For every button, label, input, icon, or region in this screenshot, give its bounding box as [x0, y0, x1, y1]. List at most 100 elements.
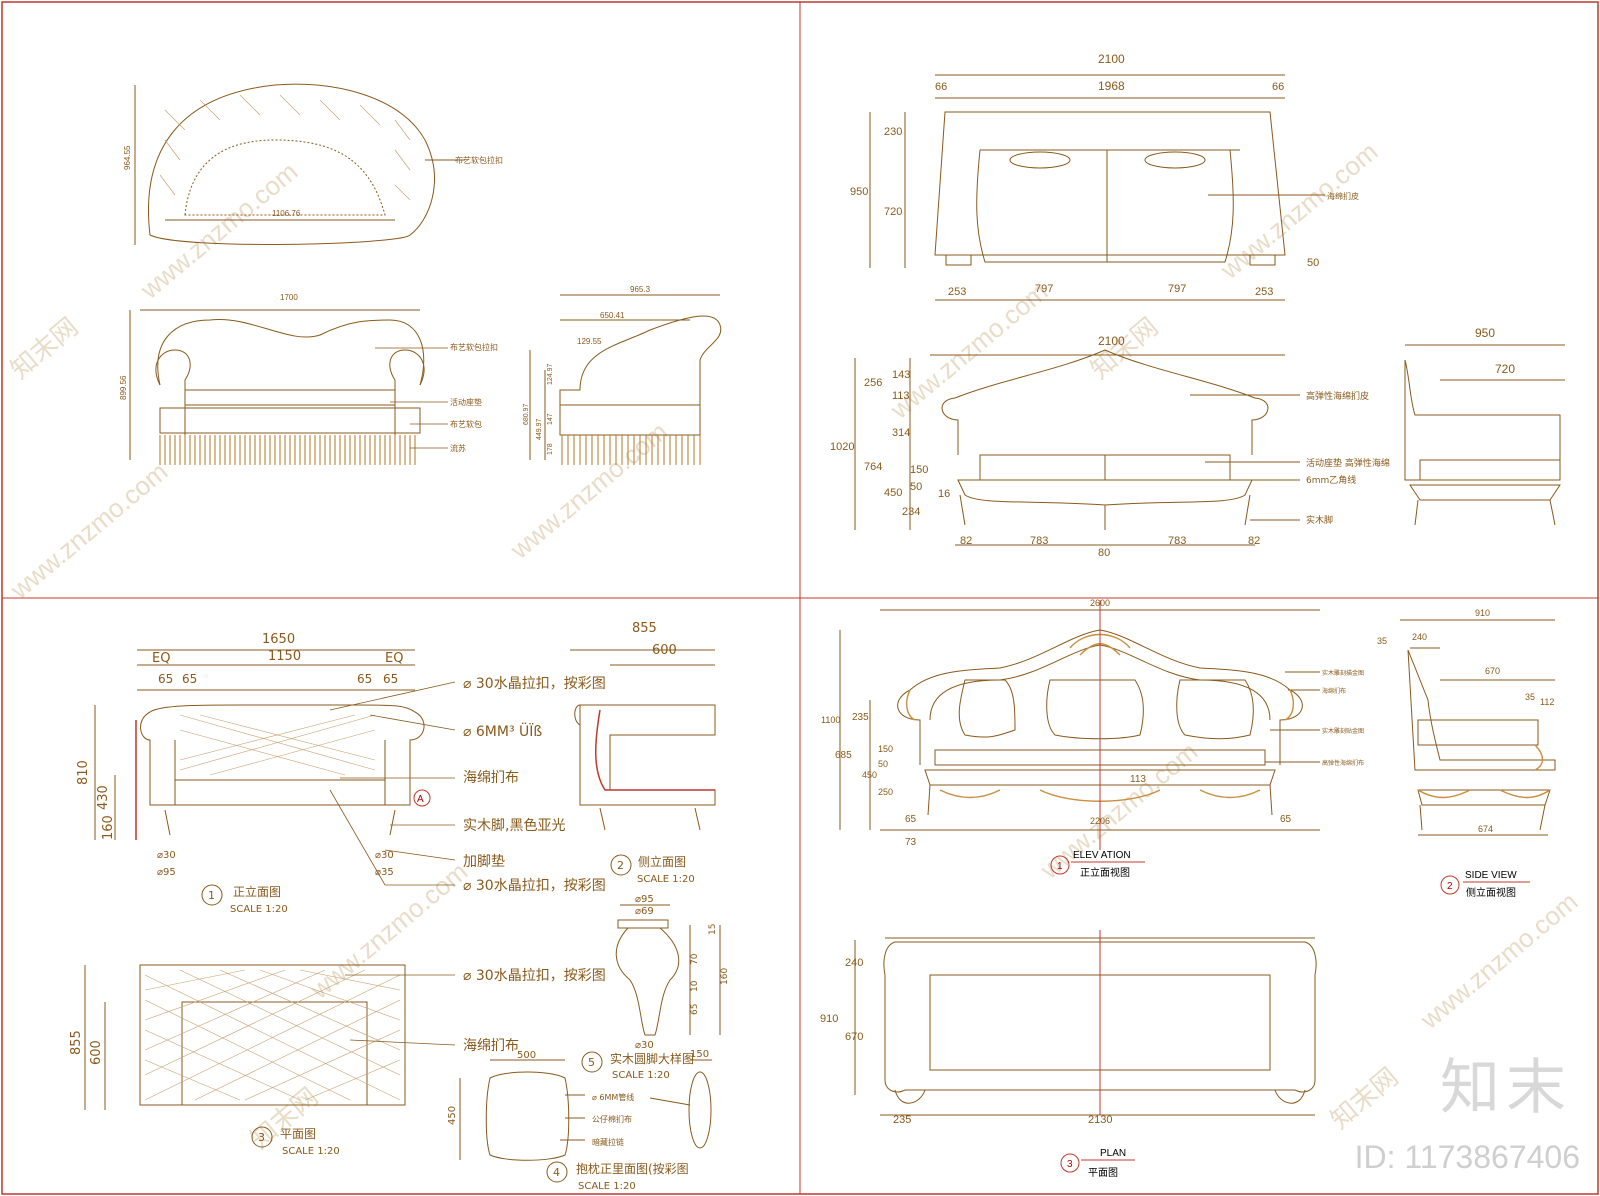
q3-front-note-4: 实木脚,黑色亚光 [463, 817, 565, 834]
q3-foot-1: ⌀30 [157, 850, 176, 861]
q4-elev-h-50: 50 [878, 759, 888, 769]
q2-top-bottom-3: 797 [1168, 283, 1186, 295]
watermark-text: www.znzmo.com [1214, 136, 1383, 285]
q2-elev-bottom-2: 783 [1030, 535, 1048, 547]
q3-front-65-1: 65 [158, 672, 173, 686]
q3-foot-4: ⌀35 [375, 867, 394, 878]
q1-top-view [134, 83, 465, 245]
q2-top-side-right: 66 [1272, 81, 1284, 93]
q3-front-eq-right: EQ [385, 651, 403, 666]
q3-foot-h-3: 10 [690, 980, 700, 992]
q3-front-eq-left: EQ [152, 651, 170, 666]
q3-label1-cn: 正立面图 [233, 884, 281, 899]
q4-elev-note-4: 高弹性海绵扪布 [1322, 759, 1364, 767]
q3-foot-d-2: ⌀69 [635, 906, 654, 917]
q1-front-note-3: 布艺软包 [450, 419, 482, 429]
q2-top-total: 2100 [1098, 52, 1125, 66]
q3-label3-scale: SCALE 1:20 [282, 1146, 340, 1157]
q2-top-height: 950 [850, 186, 868, 198]
q3-front-h-810: 810 [76, 760, 91, 785]
q4-elev-h-150: 150 [878, 744, 893, 754]
q3-side-red-outline [595, 709, 715, 791]
q4-label2-circle [1440, 875, 1460, 895]
q3-foot-2: ⌀95 [157, 867, 176, 878]
q2-top-foot: 50 [1307, 257, 1319, 269]
watermark-text: 知末网 [5, 311, 84, 384]
q3-pillow-side: 150 [690, 1049, 709, 1060]
q2-elev-l5: 150 [910, 464, 928, 476]
q1-top-height: 964.55 [123, 145, 132, 170]
q1-front-note-4: 流苏 [450, 443, 466, 453]
q3-plan-note-1: ⌀ 30水晶拉扣，按彩图 [463, 968, 606, 984]
q4-side-35b: 35 [1525, 692, 1535, 702]
q1-side-width: 965.3 [630, 285, 651, 294]
q3-foot-h-4: 65 [690, 1004, 700, 1015]
q4-side-35: 35 [1377, 636, 1387, 646]
brand-logo-text: 知末 [1440, 1053, 1572, 1123]
q3-plan-note-2: 海绵扪布 [463, 1037, 519, 1054]
q2-elev-note-1: 高弹性海绵扪皮 [1306, 390, 1369, 402]
q4-plan-view [854, 937, 1317, 1116]
q3-foot-d-3: ⌀30 [635, 1040, 654, 1051]
q3-label4-circle [546, 1161, 568, 1183]
q4-plan-h-910: 910 [820, 1013, 838, 1025]
q2-elev-l8: 234 [902, 506, 920, 518]
q3-label4-scale: SCALE 1:20 [578, 1181, 636, 1192]
q2-side-view [1404, 344, 1565, 526]
q1-side-h-2: 680.97 [523, 403, 530, 425]
q4-side-240: 240 [1412, 632, 1427, 642]
q4-elev-mid: 113 [1130, 774, 1146, 785]
q1-side-view [529, 294, 722, 460]
q2-elev-l7: 16 [938, 488, 950, 500]
q2-elevation [854, 349, 1300, 546]
q4-elev-note-1: 实木雕刻描金图 [1322, 669, 1364, 677]
q1-side-fringe [561, 435, 701, 465]
watermark-text: 知末网 [1085, 311, 1164, 384]
q3-front-note-6: ⌀ 30水晶拉扣，按彩图 [463, 878, 606, 894]
q4-label3-cn: 平面图 [1088, 1167, 1118, 1179]
q3-side-inner: 600 [652, 643, 677, 658]
q1-tufting-pattern [159, 94, 411, 201]
q2-top-note: 海绵扪皮 [1327, 191, 1359, 201]
q3-detail-marker-label: A [417, 794, 424, 805]
q4-side-670: 670 [1485, 666, 1500, 676]
q3-front-tufting [179, 714, 376, 776]
q3-front-note-1: ⌀ 30水晶拉扣，按彩图 [463, 676, 606, 692]
q4-plan-h-240: 240 [845, 957, 863, 969]
q2-top-h1: 230 [884, 126, 902, 138]
q2-elev-height: 1020 [830, 441, 854, 453]
q2-elev-bottom-3: 80 [1098, 547, 1110, 559]
q3-detail-marker [413, 789, 431, 807]
image-id-text: ID: 1173867406 [1354, 1139, 1580, 1175]
q2-elev-bottom-4: 783 [1168, 535, 1186, 547]
q4-label2-en: SIDE VIEW [1465, 870, 1517, 881]
q2-elev-note-2: 活动座垫 高弹性海绵 [1306, 457, 1390, 469]
q4-elev-total: 2600 [1090, 598, 1110, 608]
q1-front-fringe [159, 435, 416, 465]
q3-label2-circle [610, 854, 632, 876]
q1-side-h-4: 147 [547, 413, 554, 425]
q3-foot-d-1: ⌀95 [635, 894, 654, 905]
q4-elevation [839, 609, 1320, 831]
q3-label2-scale: SCALE 1:20 [637, 874, 695, 885]
q3-pillow-width: 500 [517, 1050, 536, 1061]
q1-side-h-3: 449.97 [536, 418, 543, 440]
q4-elev-h-1100: 1100 [821, 715, 840, 725]
q1-front-note-1: 布艺软包拉扣 [450, 342, 498, 352]
q3-plan-h-600: 600 [89, 1040, 104, 1065]
q2-elev-note-3: 6mm乙角线 [1306, 474, 1356, 486]
q1-side-h-1: 124.97 [547, 363, 554, 385]
q3-plan-tufting [144, 969, 401, 1101]
q1-top-width: 1106.76 [272, 209, 301, 218]
q3-front-h-430: 430 [96, 785, 111, 810]
q3-plan-h-855: 855 [69, 1030, 84, 1055]
q3-foot-h-1: 15 [708, 924, 718, 935]
q4-label2-num: 2 [1447, 881, 1453, 892]
q3-front-h-160: 160 [101, 815, 116, 840]
q3-pillow-note-2: 公仔棉扪布 [592, 1114, 632, 1124]
q3-plan-leaders [345, 974, 456, 1046]
q3-label1-circle [201, 884, 223, 906]
q4-side-width: 910 [1475, 608, 1490, 618]
watermark-text: www.znzmo.com [4, 456, 173, 605]
